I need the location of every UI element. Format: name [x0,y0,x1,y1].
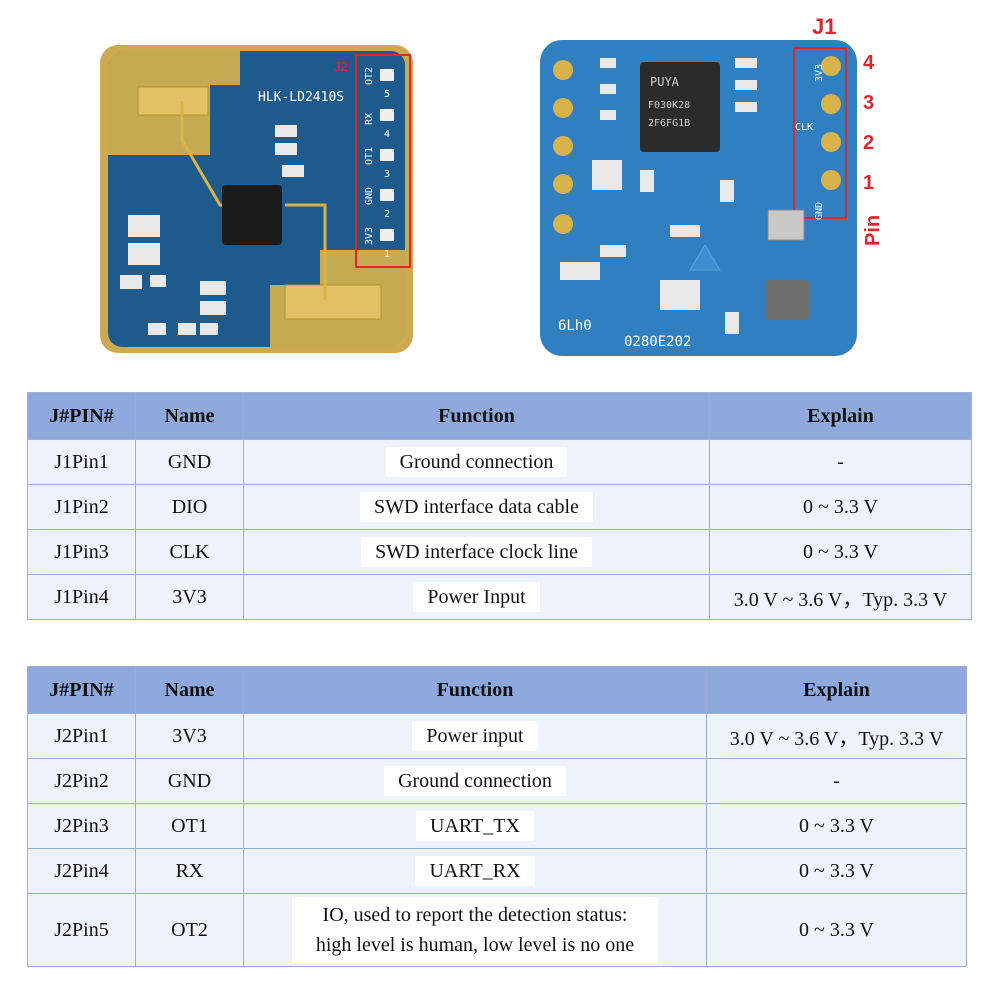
function-text: Ground connection [384,766,566,796]
cell-name: 3V3 [135,713,244,759]
front-board-photo: HLK-LD2410S J2 OT2 RX OT1 GND 3V3 5 4 3 … [100,45,413,353]
cell-pin: J2Pin1 [27,713,136,759]
cell-explain: 0 ~ 3.3 V [706,803,967,849]
table-row: J2Pin3 OT1 UART_TX 0 ~ 3.3 V [27,803,967,849]
j2-pin-table: J#PIN# Name Function Explain J2Pin1 3V3 … [27,666,967,967]
function-text-line2: high level is human, low level is no one [301,930,649,960]
j1-pin-table: J#PIN# Name Function Explain J1Pin1 GND … [27,392,972,620]
j1-pin-word: Pin [862,214,884,246]
table-row: J1Pin3 CLK SWD interface clock line 0 ~ … [27,529,972,575]
back-date-text: 0280E202 [624,334,691,350]
header-function: Function [243,392,710,440]
cell-explain: - [709,439,972,485]
function-text: UART_RX [415,856,535,886]
cell-name: DIO [135,484,244,530]
function-text: Ground connection [385,447,568,477]
function-text: UART_TX [416,811,534,841]
back-silk-clk: CLK [795,122,813,133]
table-row: J2Pin4 RX UART_RX 0 ~ 3.3 V [27,848,967,894]
header-function: Function [243,666,707,714]
j1-pin-number-2: 2 [863,132,875,154]
cell-explain: 0 ~ 3.3 V [709,484,972,530]
header-pin: J#PIN# [27,392,136,440]
chip-text-line2: F030K28 [648,100,690,111]
cell-function: Ground connection [243,758,707,804]
back-board-drawing: PUYA F030K28 2F6FG1B 3V3 CLK GND 6Lh0 02… [540,40,857,356]
table-row: J1Pin1 GND Ground connection - [27,439,972,485]
front-pin-number-5: 5 [384,89,390,100]
function-text: IO, used to report the detection status:… [291,897,659,963]
cell-function: IO, used to report the detection status:… [243,893,707,967]
front-board-drawing: HLK-LD2410S J2 OT2 RX OT1 GND 3V3 5 4 3 … [100,45,413,353]
front-pin-number-2: 2 [384,209,390,220]
table-row: J1Pin4 3V3 Power Input 3.0 V ~ 3.6 V，Typ… [27,574,972,620]
j2-connector-label: J2 [334,59,348,74]
cell-name: RX [135,848,244,894]
front-model-text: HLK-LD2410S [258,90,344,105]
cell-function: Power Input [243,574,710,620]
table-header-row: J#PIN# Name Function Explain [27,392,972,440]
j1-pin-number-4: 4 [863,52,875,74]
back-code-text: 6Lh0 [558,318,592,334]
header-explain: Explain [709,392,972,440]
j1-connector-label: J1 [812,14,837,39]
front-pin-label-rx: RX [364,113,375,125]
front-pin-label-3v3: 3V3 [364,227,375,245]
front-pin-label-gnd: GND [364,187,375,205]
function-text-line1: IO, used to report the detection status: [308,900,642,930]
cell-explain: 0 ~ 3.3 V [706,848,967,894]
chip-text-line3: 2F6FG1B [648,118,690,129]
header-explain: Explain [706,666,967,714]
header-pin: J#PIN# [27,666,136,714]
cell-pin: J2Pin2 [27,758,136,804]
front-pin-label-ot2: OT2 [364,67,375,85]
cell-name: GND [135,439,244,485]
cell-pin: J2Pin3 [27,803,136,849]
table-header-row: J#PIN# Name Function Explain [27,666,967,714]
cell-function: UART_TX [243,803,707,849]
cell-pin: J1Pin1 [27,439,136,485]
table-row: J2Pin5 OT2 IO, used to report the detect… [27,893,967,967]
table-row: J1Pin2 DIO SWD interface data cable 0 ~ … [27,484,972,530]
cell-pin: J1Pin3 [27,529,136,575]
cell-pin: J2Pin5 [27,893,136,967]
cell-explain: 3.0 V ~ 3.6 V，Typ. 3.3 V [709,574,972,620]
cell-pin: J1Pin2 [27,484,136,530]
header-name: Name [135,666,244,714]
table-row: J2Pin1 3V3 Power input 3.0 V ~ 3.6 V，Typ… [27,713,967,759]
cell-name: OT2 [135,893,244,967]
j1-pin-number-3: 3 [863,92,875,114]
cell-function: Ground connection [243,439,710,485]
front-pin-label-ot1: OT1 [364,147,375,165]
cell-function: UART_RX [243,848,707,894]
cell-explain: 0 ~ 3.3 V [709,529,972,575]
cell-name: OT1 [135,803,244,849]
function-text: SWD interface clock line [361,537,592,567]
cell-pin: J2Pin4 [27,848,136,894]
back-silk-3v3: 3V3 [814,64,825,82]
cell-name: 3V3 [135,574,244,620]
cell-explain: 0 ~ 3.3 V [706,893,967,967]
cell-name: CLK [135,529,244,575]
front-pin-number-4: 4 [384,129,390,140]
front-pin-number-1: 1 [384,249,390,260]
cell-function: SWD interface data cable [243,484,710,530]
cell-name: GND [135,758,244,804]
front-pin-number-3: 3 [384,169,390,180]
cell-pin: J1Pin4 [27,574,136,620]
j1-pin-number-1: 1 [863,172,875,194]
function-text: Power input [412,721,538,751]
back-board-photo: PUYA F030K28 2F6FG1B 3V3 CLK GND 6Lh0 02… [540,40,857,356]
back-silk-gnd: GND [814,202,825,220]
header-name: Name [135,392,244,440]
cell-function: Power input [243,713,707,759]
function-text: Power Input [413,582,540,612]
chip-text-line1: PUYA [650,75,680,89]
cell-explain: - [706,758,967,804]
cell-explain: 3.0 V ~ 3.6 V，Typ. 3.3 V [706,713,967,759]
table-row: J2Pin2 GND Ground connection - [27,758,967,804]
cell-function: SWD interface clock line [243,529,710,575]
function-text: SWD interface data cable [360,492,593,522]
